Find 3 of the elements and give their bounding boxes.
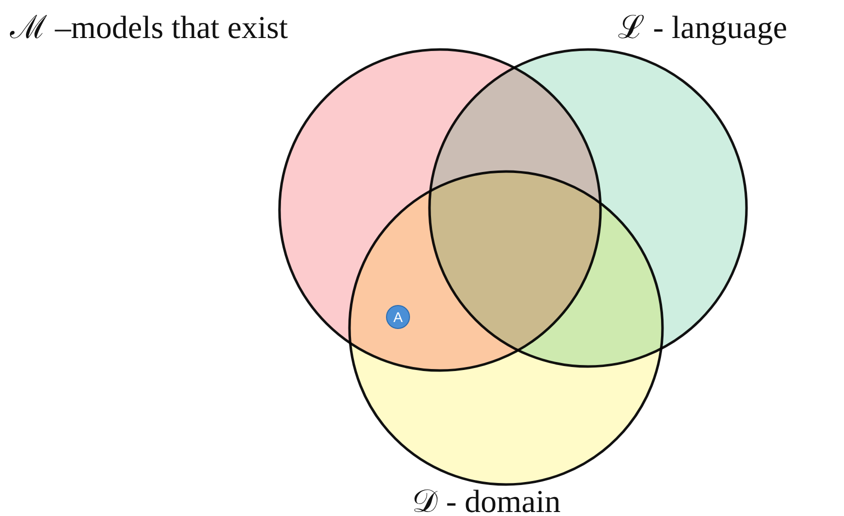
set-label: ℳ –models that exist [10,12,288,42]
point-marker: A [386,305,410,329]
set-label: 𝒟 - domain [412,486,561,516]
